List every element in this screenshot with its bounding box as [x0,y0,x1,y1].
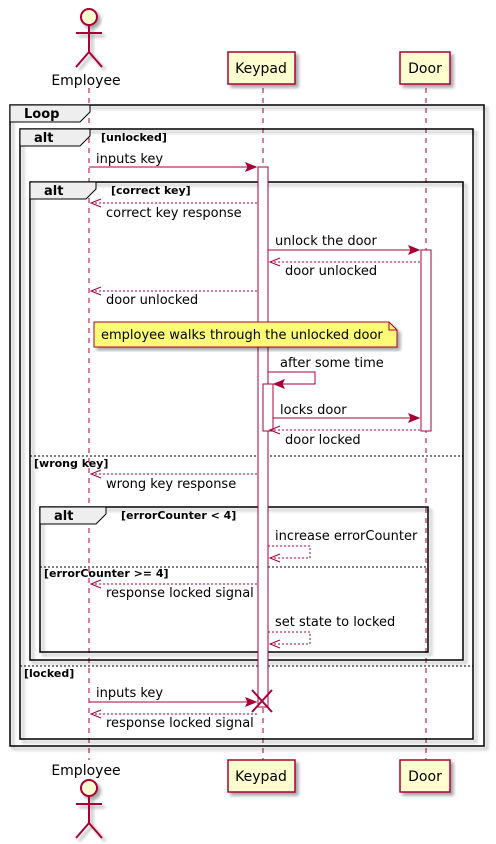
message-inputs-key: inputs key [89,152,258,172]
outer-else-guard: [locked] [24,667,74,680]
svg-text:response locked signal: response locked signal [106,716,254,731]
keypad-label-top: Keypad [235,61,287,77]
svg-text:door unlocked: door unlocked [106,293,198,308]
counter-alt-label: alt [54,509,73,524]
message-unlock-the-door: unlock the door [268,234,421,255]
key-alt-label: alt [44,184,63,199]
key-alt-frame: alt [correct key] [wrong key] [29,181,464,661]
svg-text:door locked: door locked [285,433,361,448]
svg-text:correct key response: correct key response [106,206,242,221]
destroy-marker [251,689,273,713]
message-wrong-key-response: wrong key response [89,469,257,492]
door-box-bottom: Door [399,759,451,793]
svg-text:after some time: after some time [280,356,384,371]
svg-text:response locked signal: response locked signal [106,586,254,601]
key-else-guard: [wrong key] [34,457,108,470]
counter-else-guard: [errorCounter >= 4] [44,567,169,580]
message-door-locked: door locked [268,425,420,448]
keypad-box-top: Keypad [227,51,296,85]
svg-text:unlock the door: unlock the door [275,234,377,249]
note [93,321,398,348]
message-inputs-key-locked: inputs key [89,686,273,713]
message-door-unlocked-to-keypad: door unlocked [268,257,420,279]
door-label-top: Door [408,61,442,77]
employee-label-bottom: Employee [51,763,120,779]
svg-text:wrong key response: wrong key response [106,477,236,492]
message-response-locked-signal: response locked signal [89,579,257,601]
keypad-label-bottom: Keypad [235,769,287,785]
employee-actor-top [75,8,103,68]
message-locks-door: locks door [273,403,421,423]
outer-alt-label: alt [34,131,53,146]
message-after-some-time: after some time [268,356,384,389]
keypad-box-bottom: Keypad [227,759,296,793]
message-response-locked-signal-2: response locked signal [89,709,257,731]
keypad-self-activation [262,383,274,432]
svg-text:locks door: locks door [280,403,347,418]
counter-alt-guard: [errorCounter < 4] [121,509,236,522]
svg-text:increase errorCounter: increase errorCounter [275,529,418,544]
svg-text:set state to locked: set state to locked [275,615,395,630]
message-set-state-to-locked: set state to locked [268,615,395,649]
message-door-unlocked-to-employee: door unlocked [89,286,257,308]
outer-alt-guard: [unlocked] [101,131,167,144]
loop-frame: Loop [9,104,485,747]
message-increase-error-counter: increase errorCounter [268,529,418,563]
svg-text:inputs key: inputs key [96,686,163,701]
employee-label-top: Employee [51,73,120,89]
note-text: employee walks through the unlocked door [101,328,383,343]
door-box-top: Door [399,51,451,85]
key-alt-guard: [correct key] [111,184,191,197]
outer-alt-frame: alt [unlocked] [locked] [19,128,474,740]
door-label-bottom: Door [408,769,442,785]
svg-text:door unlocked: door unlocked [285,264,377,279]
loop-label: Loop [24,107,59,122]
door-activation [420,249,432,432]
svg-text:inputs key: inputs key [96,152,163,167]
message-correct-key-response: correct key response [89,198,257,221]
keypad-activation [257,166,269,708]
employee-actor-bottom [75,779,103,839]
counter-alt-frame: alt [errorCounter < 4] [errorCounter >= … [39,506,429,653]
